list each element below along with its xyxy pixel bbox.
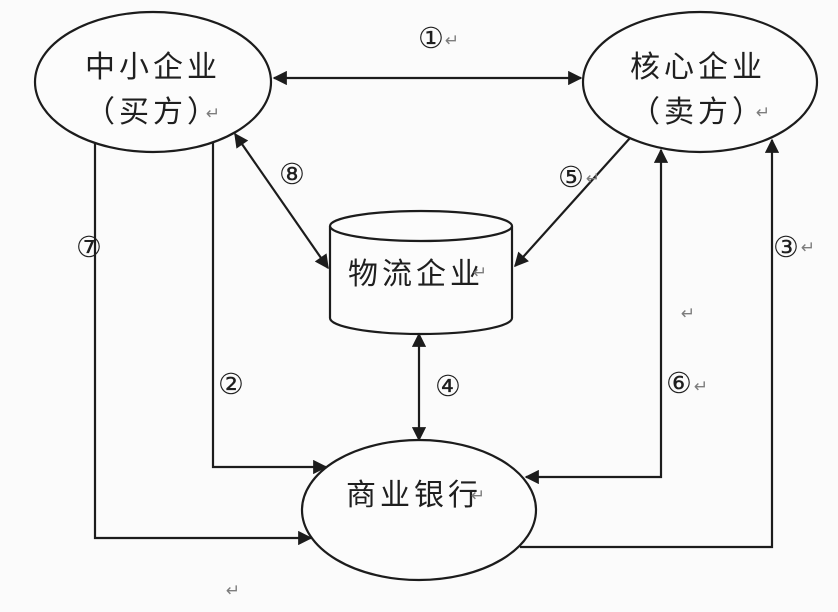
bank-label: 商业银行 bbox=[346, 479, 482, 512]
edge-5-number: ⑤ bbox=[558, 160, 584, 194]
return-mark-bottom: ↵ bbox=[226, 581, 240, 601]
edge-4-number: ④ bbox=[435, 369, 461, 403]
return-mark-right-column: ↵ bbox=[681, 304, 695, 324]
core-label-line2: （卖方） bbox=[630, 96, 766, 129]
edge-2-line bbox=[211, 142, 328, 475]
return-mark-core: ↵ bbox=[756, 103, 770, 123]
return-mark-edge-1: ↵ bbox=[445, 31, 459, 51]
return-mark-sme: ↵ bbox=[206, 104, 220, 124]
edge-8-line bbox=[234, 132, 329, 270]
sme-label-line2: （买方） bbox=[85, 96, 221, 129]
cylinder-top bbox=[328, 209, 514, 243]
edge-2-number: ② bbox=[218, 367, 244, 401]
edge-1-number: ① bbox=[418, 21, 444, 55]
edge-7-line bbox=[93, 143, 313, 546]
return-mark-edge-3: ↵ bbox=[801, 238, 815, 258]
return-mark-edge-5: ↵ bbox=[586, 169, 600, 189]
edge-5-line bbox=[514, 137, 631, 268]
edge-6-number: ⑥ bbox=[666, 366, 692, 400]
node-core-ellipse bbox=[581, 10, 819, 154]
edge-7-number: ⑦ bbox=[76, 230, 102, 264]
return-mark-logistics: ↵ bbox=[473, 263, 487, 283]
logistics-label: 物流企业 bbox=[348, 258, 484, 291]
core-label-line1: 核心企业 bbox=[630, 51, 766, 84]
edge-3-number: ③ bbox=[773, 230, 799, 264]
return-mark-bank: ↵ bbox=[471, 486, 485, 506]
sme-label-line1: 中小企业 bbox=[85, 51, 221, 84]
node-sme-ellipse bbox=[33, 10, 273, 154]
edge-6-line bbox=[524, 148, 669, 485]
edge-8-number: ⑧ bbox=[279, 157, 305, 191]
return-mark-edge-6: ↵ bbox=[694, 377, 708, 397]
edge-3-line bbox=[520, 138, 780, 549]
